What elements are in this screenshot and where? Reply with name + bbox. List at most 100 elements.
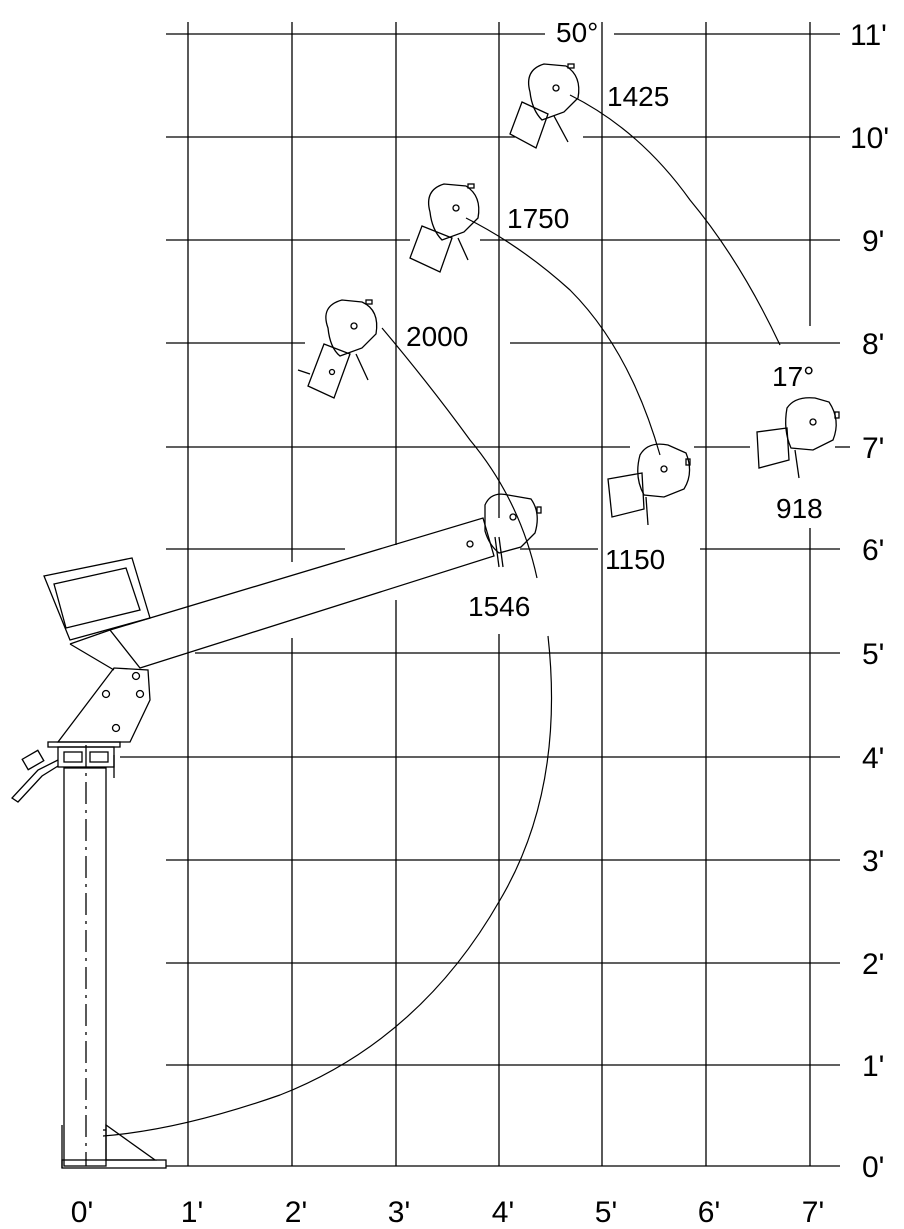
angle-labels: 50° 17°: [556, 17, 814, 392]
winch-pivot: [552, 84, 560, 92]
winch-bracket: [509, 101, 549, 149]
winch-drum: [785, 397, 837, 451]
arc-outer-low: [102, 635, 553, 1137]
y-axis-labels: 0' 1' 2' 3' 4' 5' 6' 7' 8' 9' 10' 11': [850, 19, 889, 1184]
winch-head-2000: [297, 299, 378, 399]
arc-1546-to-2000: [381, 327, 538, 579]
mount-pin-3: [135, 689, 145, 699]
winch-bracket: [756, 427, 790, 469]
box-outer: [43, 557, 151, 641]
hand-crank: [11, 759, 59, 803]
capacity-labels: 1425 1750 2000 1546 1150 918: [406, 81, 823, 622]
mount-plate: [56, 667, 151, 743]
x-axis-labels: 0' 1' 2' 3' 4' 5' 6' 7': [71, 1196, 824, 1229]
bracket-hatch: [297, 369, 311, 375]
y-label-1: 1': [862, 1050, 884, 1083]
turret-inner-right: [89, 751, 109, 763]
winch-strap: [794, 449, 800, 479]
gusset: [105, 1123, 158, 1161]
x-label-5: 5': [595, 1196, 617, 1229]
arc-17-to-1425: [569, 94, 781, 346]
mount-pin-2: [131, 671, 141, 681]
y-label-7: 7': [862, 432, 884, 465]
angle-top: 50°: [556, 17, 598, 48]
winch-drum: [427, 183, 480, 241]
capacity-2000: 2000: [406, 321, 468, 352]
winch-knob: [834, 411, 840, 419]
y-label-4: 4': [862, 742, 884, 775]
winch-pivot: [350, 322, 358, 330]
winch-strap: [457, 237, 469, 261]
winch-pivot: [660, 465, 668, 473]
crank-handle: [21, 749, 45, 771]
x-label-1: 1': [181, 1196, 203, 1229]
boom-mount: [56, 667, 151, 743]
winch-knob: [567, 63, 575, 69]
winch-knob: [536, 506, 542, 514]
crane-boom: [69, 517, 495, 671]
boom-lower-edge: [69, 643, 115, 671]
winch-knob: [685, 458, 691, 466]
capacity-918: 918: [776, 493, 823, 524]
x-label-7: 7': [802, 1196, 824, 1229]
x-label-3: 3': [388, 1196, 410, 1229]
box-inner: [53, 567, 141, 629]
winch-pivot: [809, 418, 817, 426]
x-label-4: 4': [492, 1196, 514, 1229]
winch-head-1750: [409, 183, 480, 273]
bracket-pin: [328, 368, 336, 376]
capacity-1750: 1750: [507, 203, 569, 234]
winch-head-base: [484, 493, 542, 568]
winch-pivot: [509, 513, 517, 521]
winch-knob: [365, 299, 373, 305]
capacity-1150: 1150: [605, 544, 665, 575]
counterweight-box: [43, 557, 151, 641]
winch-leg: [494, 536, 500, 568]
y-label-5: 5': [862, 638, 884, 671]
y-label-0: 0': [862, 1151, 884, 1184]
winch-drum: [637, 443, 691, 498]
y-label-9: 9': [862, 225, 884, 258]
turret-inner-left: [63, 751, 83, 763]
winch-strap: [645, 496, 649, 526]
x-label-6: 6': [698, 1196, 720, 1229]
winch-head-1150: [607, 443, 691, 526]
arc-1150-to-1750: [465, 217, 661, 456]
boom-pin: [466, 540, 474, 548]
y-label-8: 8': [862, 328, 884, 361]
y-label-2: 2': [862, 948, 884, 981]
winch-knob: [467, 183, 475, 189]
winch-bracket: [307, 343, 351, 399]
winch-head-1425: [509, 63, 580, 149]
base-plate: [61, 1159, 167, 1169]
mount-pin-1: [101, 689, 111, 699]
mount-pin-4: [111, 723, 121, 733]
boom-body: [108, 517, 495, 669]
boom-web: [69, 629, 111, 645]
capacity-1546: 1546: [468, 591, 530, 622]
y-label-10: 10': [850, 122, 889, 155]
angle-right: 17°: [772, 361, 814, 392]
winch-leg2: [498, 536, 504, 568]
winch-bracket: [607, 472, 645, 518]
winch-bracket: [409, 225, 453, 273]
x-label-2: 2': [285, 1196, 307, 1229]
y-label-3: 3': [862, 845, 884, 878]
winch-pivot: [452, 204, 460, 212]
mast-tube: [63, 767, 107, 1167]
winch-drum: [484, 493, 538, 554]
grid-lines: [120, 22, 850, 1167]
winch-drum: [325, 299, 378, 357]
winch-drum: [527, 63, 580, 121]
winch-head-918: [756, 397, 840, 479]
winch-strap: [553, 115, 569, 143]
crane-mast: [61, 745, 167, 1169]
y-label-6: 6': [862, 534, 884, 567]
y-label-11: 11': [850, 19, 887, 52]
crane-turret: [11, 741, 121, 803]
winch-strap: [355, 353, 369, 381]
turret-top-plate: [47, 741, 121, 748]
x-label-0: 0': [71, 1196, 93, 1229]
reach-arcs: [102, 94, 781, 1137]
